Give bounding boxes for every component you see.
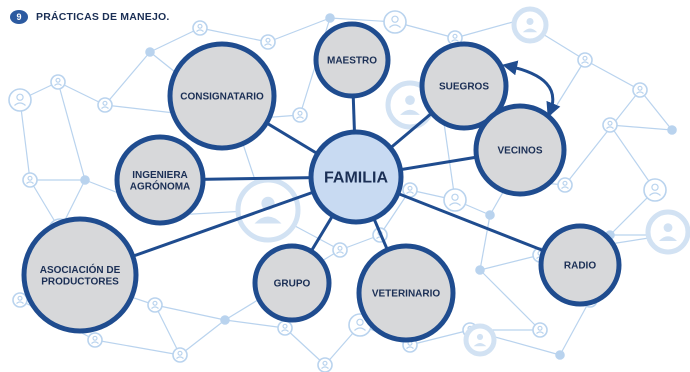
bg-node [80, 175, 90, 185]
node-maestro: MAESTRO [313, 21, 391, 99]
person-icon [389, 15, 401, 28]
person-icon [561, 180, 569, 189]
node-label-ingeniera: INGENIERA [132, 170, 188, 181]
person-icon [281, 323, 289, 332]
person-icon [321, 360, 329, 369]
bg-node [145, 47, 155, 57]
node-suegros: SUEGROS [419, 41, 509, 131]
section-number-badge: 9 [10, 10, 28, 24]
bg-person-circle [511, 6, 549, 44]
bg-connection [479, 269, 541, 331]
bg-connection [559, 299, 591, 356]
nodes: MAESTRO CONSIGNATARIO SUEGROS VECINOS INGENI… [21, 21, 622, 343]
bg-connection [154, 304, 226, 321]
bg-connection [479, 214, 491, 271]
bg-connection [224, 319, 286, 329]
person-icon [296, 110, 304, 119]
bg-node [667, 125, 677, 135]
person-icon [151, 300, 159, 309]
bg-node [220, 315, 230, 325]
bg-connection [199, 27, 269, 43]
node-label-maestro: MAESTRO [327, 56, 377, 67]
person-icon [581, 55, 589, 64]
node-vecinos: VECINOS [473, 103, 567, 197]
person-icon [354, 318, 366, 331]
bidirectional-arrow [502, 60, 561, 118]
bg-connection [179, 319, 226, 356]
center-node-label: FAMILIA [324, 170, 388, 187]
bg-node [555, 350, 565, 360]
node-veterinario: VETERINARIO [356, 243, 456, 343]
person-icon [14, 93, 26, 106]
bg-connection [454, 19, 521, 39]
bg-connection [57, 81, 106, 106]
bg-node [325, 13, 335, 23]
person-icon [176, 350, 184, 359]
bg-connection [479, 254, 541, 271]
person-icon [101, 100, 109, 109]
person-icon [449, 193, 461, 206]
node-label-suegros: SUEGROS [439, 82, 489, 93]
node-label-grupo: GRUPO [274, 279, 311, 290]
bg-connection [564, 89, 641, 186]
node-label-radio: RADIO [564, 261, 596, 272]
person-icon [16, 295, 24, 304]
bg-connection [609, 124, 656, 191]
person-icon [26, 175, 34, 184]
bg-connection [57, 81, 86, 181]
bg-connection [409, 329, 471, 346]
bg-connection [94, 339, 181, 356]
node-radio: RADIO [538, 223, 622, 307]
person-icon [336, 245, 344, 254]
bg-person-circle [235, 177, 301, 243]
bg-person-circle [463, 323, 497, 357]
bg-person-circle [645, 209, 690, 255]
bg-connection [267, 17, 331, 43]
person-icon [536, 325, 544, 334]
person-icon [196, 23, 204, 32]
node-label-veterinario: VETERINARIO [372, 289, 441, 300]
page-title: PRÁCTICAS DE MANEJO. [36, 11, 170, 23]
node-grupo: GRUPO [252, 243, 332, 323]
bg-connection [639, 89, 673, 131]
node-label-asociacion: ASOCIACIÓN DE [40, 263, 121, 276]
person-icon [91, 335, 99, 344]
bg-connection [104, 51, 151, 106]
bg-connection [284, 327, 326, 366]
node-consignatario: CONSIGNATARIO [167, 41, 277, 151]
bg-node [475, 265, 485, 275]
header: 9 PRÁCTICAS DE MANEJO. [10, 8, 170, 26]
node-label-ingeniera: AGRÓNOMA [130, 179, 191, 192]
person-icon [54, 77, 62, 86]
person-icon [406, 185, 414, 194]
person-icon [451, 33, 459, 42]
bg-connection [154, 304, 181, 356]
person-icon [606, 120, 614, 129]
person-icon [649, 183, 661, 196]
person-icon [264, 37, 272, 46]
person-icon [636, 85, 644, 94]
center-node-familia: FAMILIA [308, 129, 404, 225]
node-label-consignatario: CONSIGNATARIO [180, 92, 264, 103]
bg-node [485, 210, 495, 220]
bg-connection [149, 27, 201, 53]
bg-connection [584, 59, 641, 91]
bg-connection [19, 99, 31, 181]
node-label-vecinos: VECINOS [497, 146, 542, 157]
node-label-asociacion: PRODUCTORES [41, 276, 119, 287]
bg-connection [609, 124, 673, 131]
